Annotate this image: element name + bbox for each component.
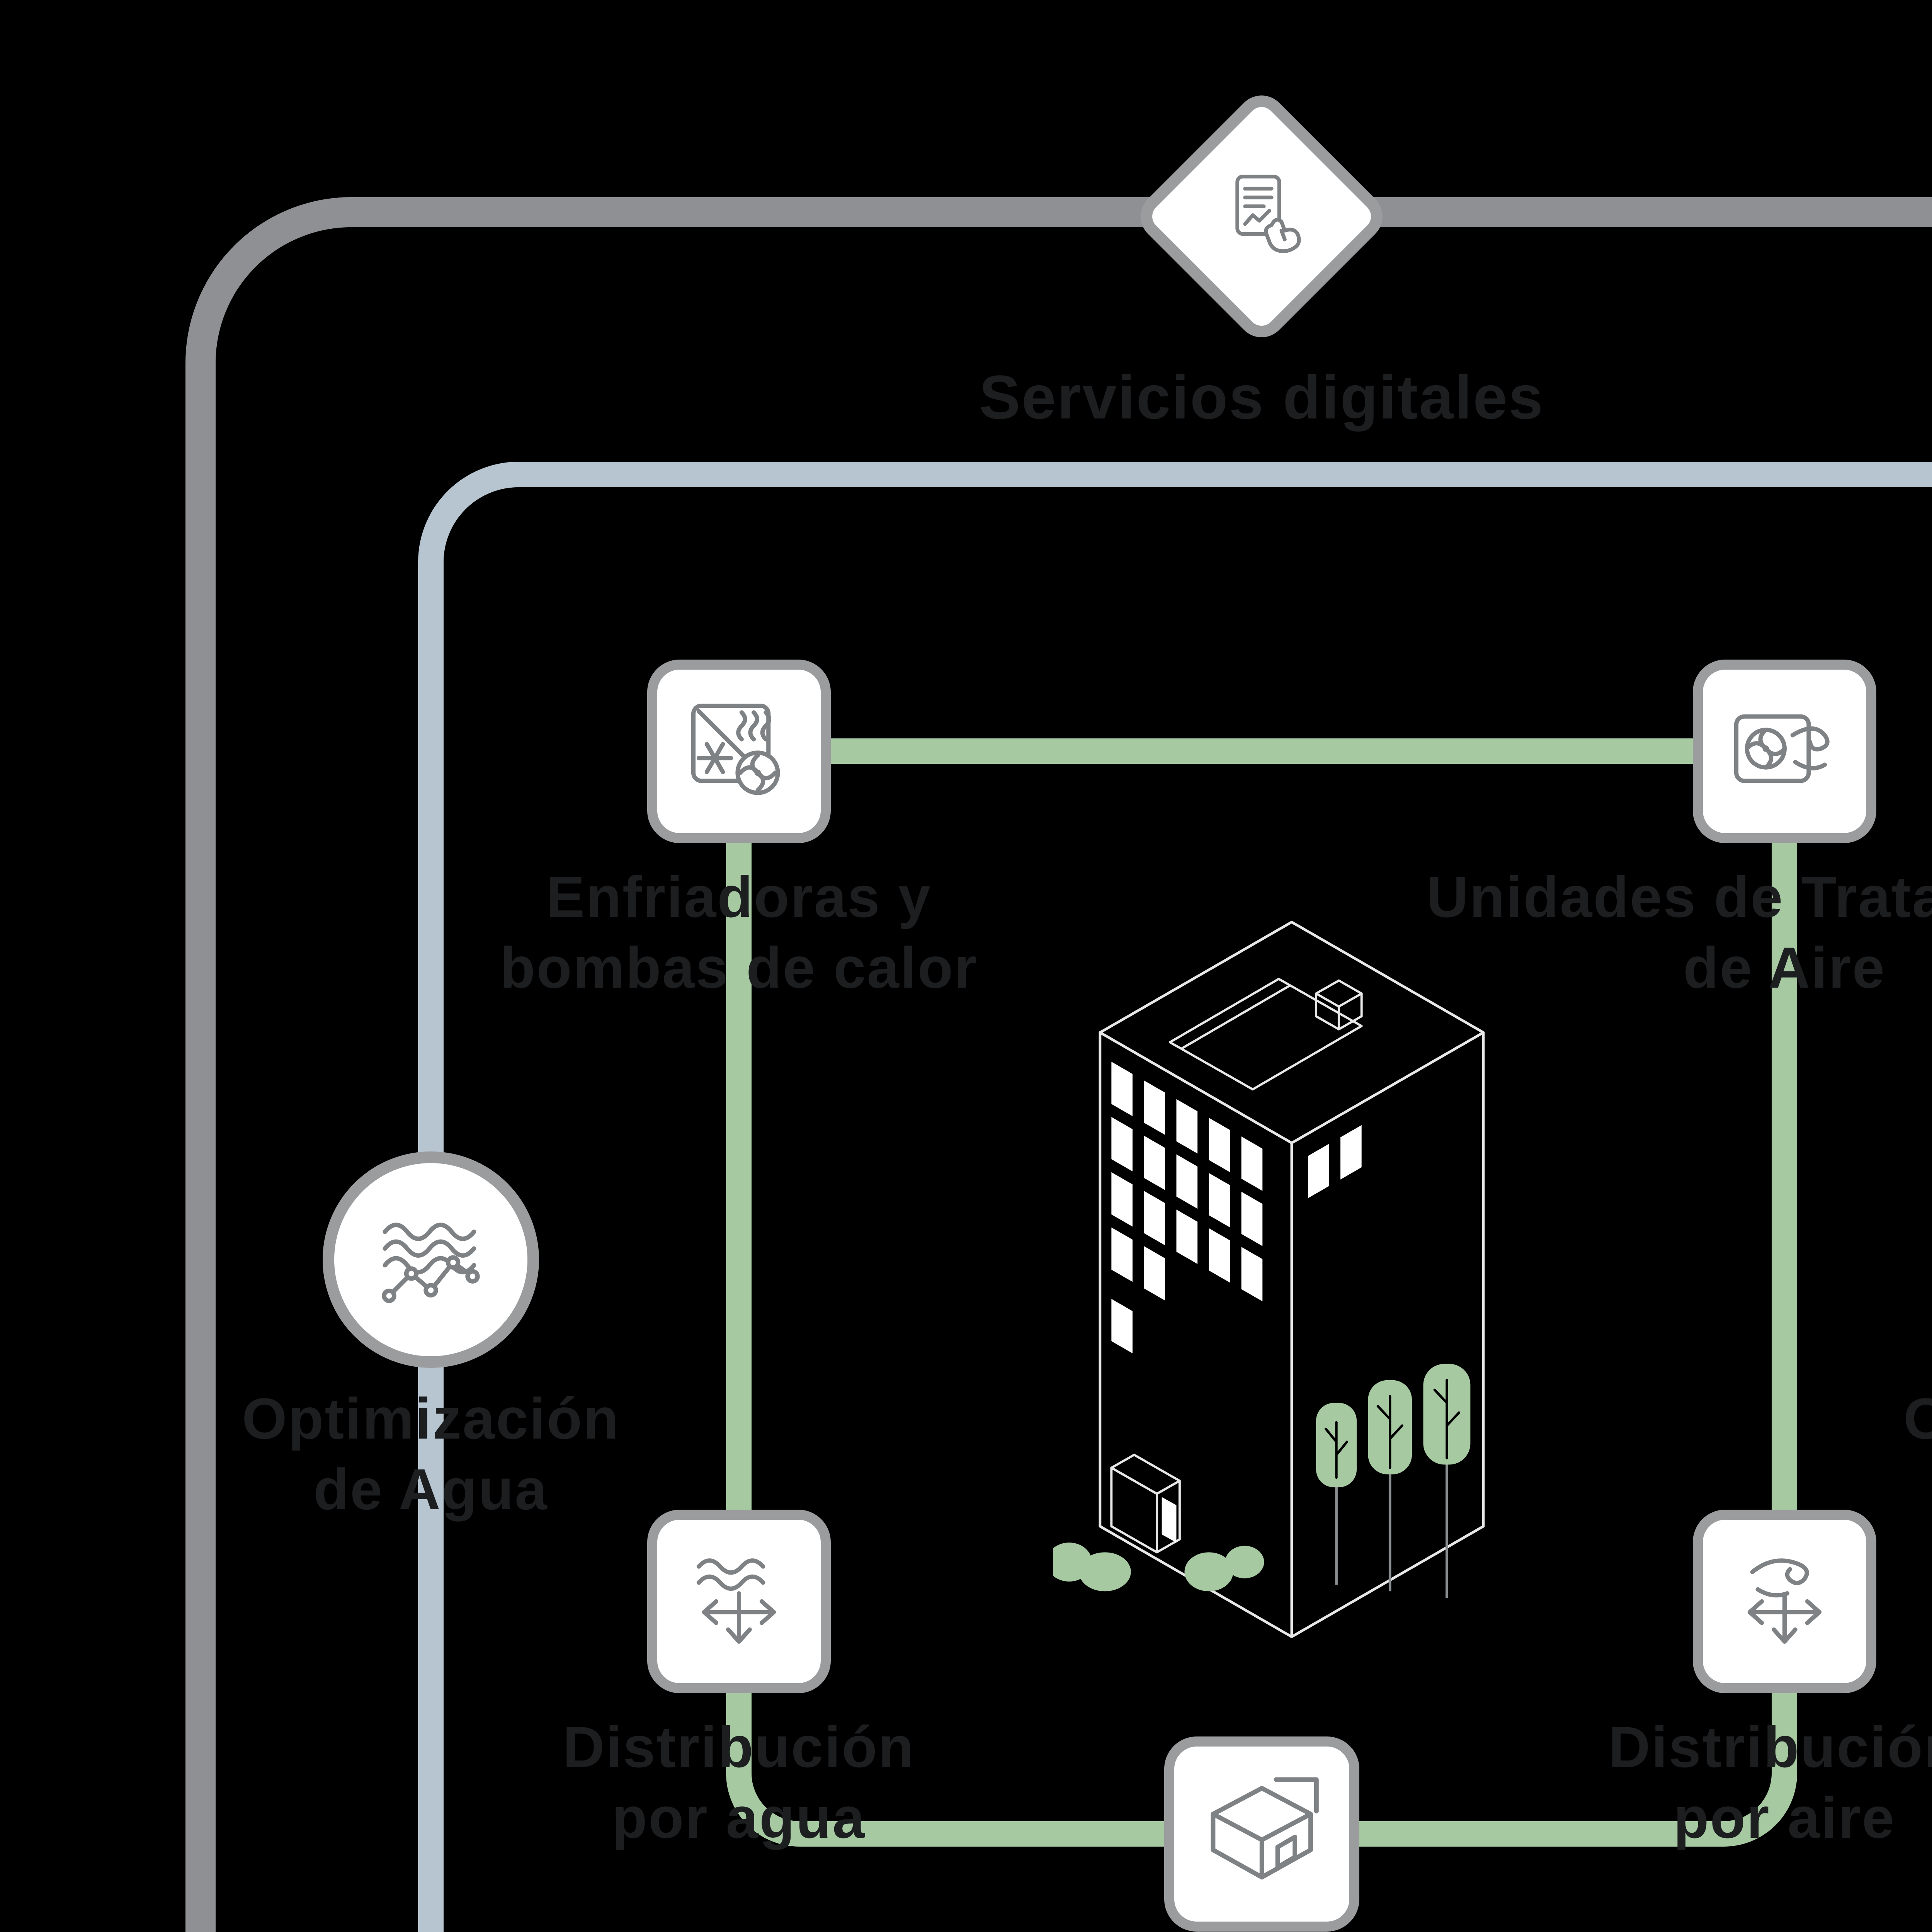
digital-services-node xyxy=(1130,85,1393,348)
chillers-label: Enfriadoras y bombas de calor xyxy=(500,864,978,1000)
digital-services-loop xyxy=(185,197,1932,1932)
digital-services-label: Servicios digitales xyxy=(979,362,1544,432)
water-distribution-node xyxy=(647,1510,831,1693)
water-optimization-node xyxy=(323,1151,539,1368)
chiller-heat-pump-node xyxy=(647,660,831,843)
air-handling-unit-icon xyxy=(1734,714,1830,783)
air-handling-unit-node xyxy=(1693,660,1876,843)
ahu-label: Unidades de Tratamiento de Aire xyxy=(1426,864,1932,1000)
air-optimization-label: Optimización de Aire xyxy=(1903,1386,1932,1451)
roof-details xyxy=(1168,978,1363,1091)
water-distribution-icon xyxy=(696,1558,776,1644)
terminal-unit-icon xyxy=(1211,1777,1319,1879)
air-distribution-node xyxy=(1693,1510,1876,1693)
chiller-heat-pump-icon xyxy=(691,704,780,795)
building-entrance xyxy=(1110,1454,1181,1554)
building-illustration xyxy=(1053,920,1485,1638)
terminal-units-node xyxy=(1164,1736,1359,1932)
building-windows xyxy=(1111,1061,1362,1354)
water-optimization-label: Optimización de Agua xyxy=(242,1386,620,1522)
trees xyxy=(1316,1364,1471,1598)
air-distribution-label: Distribución por aire xyxy=(1608,1714,1932,1850)
water-optimization-icon xyxy=(382,1223,480,1303)
bushes xyxy=(1053,1543,1264,1592)
water-distribution-label: Distribución por agua xyxy=(563,1714,915,1850)
air-distribution-icon xyxy=(1747,1558,1822,1644)
document-signature-icon xyxy=(1235,175,1301,253)
